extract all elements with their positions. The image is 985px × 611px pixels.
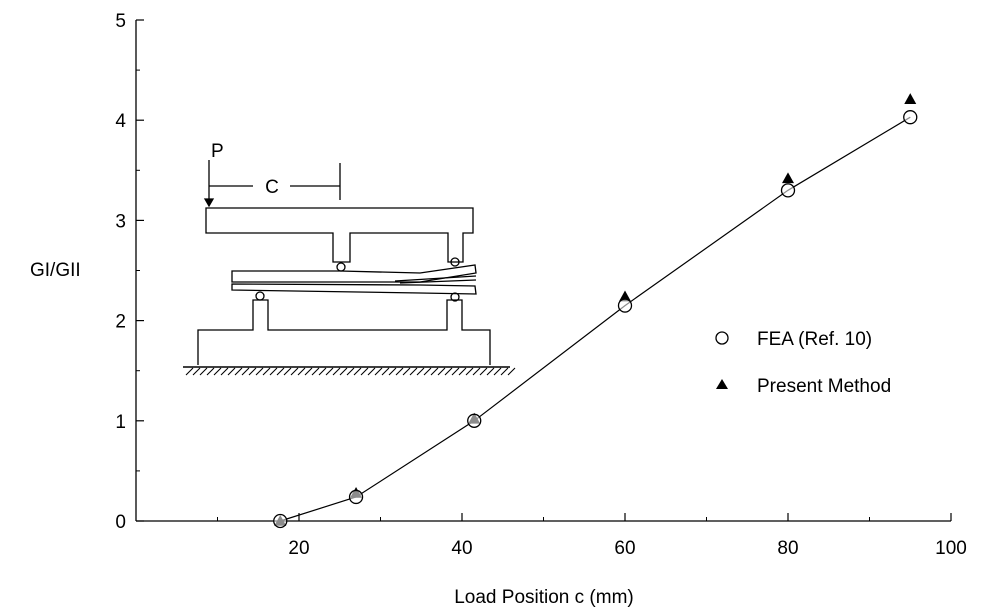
marker-present-method <box>904 93 917 104</box>
specimen-upper <box>231 264 477 283</box>
hatch-line <box>311 367 320 376</box>
x-tick-label: 80 <box>777 538 798 559</box>
x-tick-label: 100 <box>935 538 967 559</box>
legend: FEA (Ref. 10) Present Method <box>715 329 891 397</box>
upper-lever <box>205 207 474 263</box>
hatch-line <box>430 367 439 376</box>
hatch-line <box>465 367 474 376</box>
hatch-line <box>367 367 376 376</box>
hatch-line <box>304 367 313 376</box>
x-tick-label: 40 <box>451 538 472 559</box>
x-tick-label: 60 <box>614 538 635 559</box>
hatch-line <box>269 367 278 376</box>
y-tick-label: 2 <box>115 312 126 333</box>
hatch-line <box>220 367 229 376</box>
hatch-line <box>479 367 488 376</box>
x-axis-title: Load Position c (mm) <box>454 587 634 608</box>
hatch-line <box>290 367 299 376</box>
marker-fea <box>780 183 796 198</box>
hatch-line <box>416 367 425 376</box>
hatch-line <box>318 367 327 376</box>
hatch-line <box>339 367 348 376</box>
marker-fea <box>617 298 633 313</box>
legend-label-present: Present Method <box>757 376 891 397</box>
lower-roller-left <box>255 291 265 301</box>
hatch-line <box>507 367 516 376</box>
marker-fea <box>348 489 364 505</box>
hatch-line <box>500 367 509 376</box>
base-fixture <box>197 299 491 365</box>
hatch-line <box>248 367 257 376</box>
hatch-line <box>486 367 495 376</box>
hatch-line <box>374 367 383 376</box>
inset-position-label: C <box>265 177 279 198</box>
x-tick-label: 20 <box>288 538 309 559</box>
lower-roller-right <box>450 292 460 302</box>
marker-fea <box>467 413 482 428</box>
hatch-line <box>360 367 369 376</box>
hatch-line <box>276 367 285 376</box>
hatch-line <box>185 367 194 376</box>
hatch-line <box>353 367 362 376</box>
hatch-line <box>444 367 453 376</box>
hatch-line <box>381 367 390 376</box>
inset-schematic: P C <box>183 141 516 376</box>
hatch-line <box>437 367 446 376</box>
hatch-line <box>332 367 341 376</box>
hatch-line <box>458 367 467 376</box>
legend-label-fea: FEA (Ref. 10) <box>757 329 872 350</box>
upper-roller-left <box>336 262 346 272</box>
load-arrowhead <box>203 198 215 208</box>
hatch-line <box>283 367 292 376</box>
marker-present-method <box>782 172 794 184</box>
hatch-line <box>402 367 411 376</box>
y-ticks: 0 1 2 3 4 5 <box>115 11 144 533</box>
crack-tip <box>394 275 477 284</box>
data-markers <box>273 93 918 529</box>
upper-roller-right <box>450 257 460 267</box>
y-tick-label: 4 <box>115 111 126 132</box>
specimen-lower <box>231 283 477 295</box>
hatch-line <box>227 367 236 376</box>
hatch-line <box>297 367 306 376</box>
hatch-line <box>255 367 264 376</box>
hatch-line <box>395 367 404 376</box>
y-tick-label: 1 <box>115 412 126 433</box>
ground-hatch <box>185 367 516 376</box>
y-axis-title: GI/GII <box>30 260 81 281</box>
hatch-line <box>192 367 201 376</box>
hatch-line <box>472 367 481 376</box>
series-line-fea <box>280 116 911 522</box>
hatch-line <box>206 367 215 376</box>
hatch-line <box>388 367 397 376</box>
y-tick-label: 0 <box>115 512 126 533</box>
marker-fea <box>903 110 918 125</box>
inset-load-label: P <box>211 141 224 162</box>
hatch-line <box>234 367 243 376</box>
hatch-line <box>262 367 271 376</box>
legend-marker-fea <box>715 331 729 345</box>
x-ticks: 20 40 60 80 100 <box>217 513 967 559</box>
y-tick-label: 3 <box>115 211 126 232</box>
hatch-line <box>325 367 334 376</box>
hatch-line <box>346 367 355 376</box>
hatch-line <box>199 367 208 376</box>
hatch-line <box>493 367 502 376</box>
marker-fea <box>273 513 288 529</box>
hatch-line <box>213 367 222 376</box>
hatch-line <box>409 367 418 376</box>
marker-present-method <box>619 290 631 302</box>
hatch-line <box>241 367 250 376</box>
hatch-line <box>423 367 432 376</box>
legend-marker-present <box>716 379 728 389</box>
y-tick-label: 5 <box>115 11 126 32</box>
hatch-line <box>451 367 460 376</box>
